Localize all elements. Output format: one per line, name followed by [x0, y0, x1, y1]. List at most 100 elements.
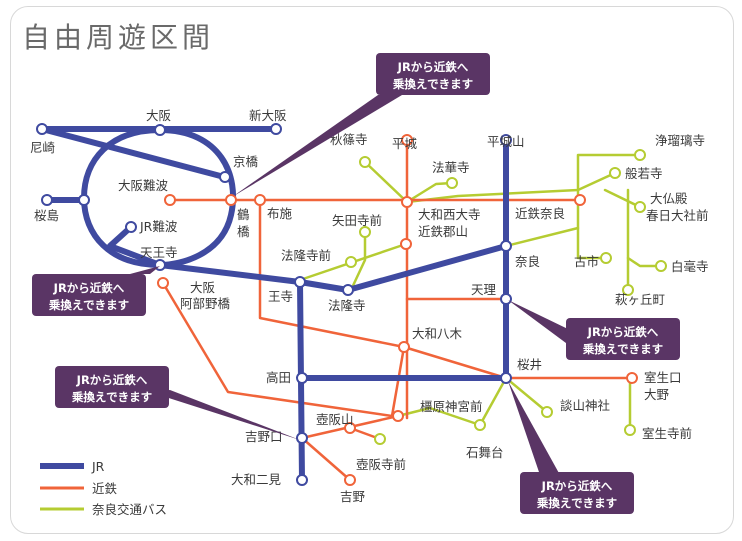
- bus-route-ishibutai: [396, 376, 508, 427]
- station-dot-heijo: [401, 134, 413, 146]
- label-yoshinoguchi: 吉野口: [245, 429, 283, 444]
- label-osaka: 大阪: [146, 108, 172, 123]
- callout-box: [520, 472, 634, 514]
- station-dot-koriyama: [400, 238, 412, 250]
- label-yagi: 大和八木: [412, 326, 463, 341]
- callout-text-2: 乗換えできます: [536, 496, 617, 510]
- station-dot-akishinodera: [359, 156, 371, 168]
- legend-label-kintetsu: 近鉄: [92, 481, 118, 496]
- bus-route-byakugoji: [626, 188, 663, 268]
- callout-box: [55, 366, 169, 408]
- label-tenri: 天理: [471, 282, 497, 297]
- station-dot-nishikujo: [78, 194, 90, 206]
- station-dot-furuichi: [600, 252, 612, 264]
- station-dot-yoshino: [344, 474, 356, 486]
- label-abenobashi-2: 阿部野橋: [180, 296, 231, 311]
- station-dot-horyujimae: [345, 256, 357, 268]
- label-murouguchi: 室生口: [644, 370, 682, 385]
- label-daibutsuden: 大仏殿: [650, 191, 688, 206]
- callout-text-1: JRから近鉄へ: [587, 325, 659, 339]
- label-tsubosakadera: 壺阪寺前: [356, 457, 406, 472]
- label-hagigaoka: 萩ヶ丘町: [615, 292, 665, 307]
- station-dot-osakanamba: [164, 194, 176, 206]
- label-ono: 大野: [644, 387, 670, 402]
- station-dot-daibutsuden: [634, 201, 646, 213]
- station-dot-amagasaki: [36, 123, 48, 135]
- station-dot-byakugoji: [655, 260, 667, 272]
- callout-text-1: JRから近鉄へ: [541, 479, 613, 493]
- label-yatadera: 矢田寺前: [332, 213, 382, 228]
- label-tennoji: 天王寺: [140, 245, 178, 260]
- station-dot-horyuji: [342, 284, 354, 296]
- station-dot-shinosaka: [270, 123, 282, 135]
- label-byakugoji: 白毫寺: [671, 259, 709, 274]
- callout-pointer: [232, 95, 402, 197]
- station-dot-sakurai: [500, 372, 512, 384]
- label-horyujimae: 法隆寺前: [281, 248, 331, 263]
- callout-sakurai: JRから近鉄へ 乗換えできます: [508, 381, 634, 514]
- station-dot-kintetsunara: [574, 194, 586, 206]
- station-dot-kyobashi: [219, 171, 231, 183]
- station-dot-kashihara: [392, 410, 404, 422]
- station-dot-sakurajima: [41, 194, 53, 206]
- callout-box: [566, 318, 680, 360]
- label-kashihara: 橿原神宮前: [420, 399, 483, 414]
- bus-route-akishino: [363, 160, 409, 204]
- callout-pointer: [130, 266, 160, 274]
- label-hokkeji: 法華寺: [432, 160, 470, 175]
- callout-box: [376, 53, 490, 95]
- station-dot-ishibutai: [474, 419, 486, 431]
- station-dot-tsubosakadera: [374, 433, 386, 445]
- callout-text-1: JRから近鉄へ: [53, 281, 125, 295]
- label-oji: 王寺: [268, 289, 293, 304]
- label-abenobashi-1: 大阪: [190, 280, 216, 295]
- label-sakurai: 桜井: [517, 357, 542, 372]
- kintetsu-minamiosaka-line: [161, 281, 406, 418]
- callout-takada: JRから近鉄へ 乗換えできます: [55, 366, 300, 440]
- label-saidaiji: 大和西大寺: [418, 207, 481, 222]
- label-horyuji: 法隆寺: [328, 298, 366, 313]
- callout-box: [32, 274, 146, 316]
- label-ishibutai: 石舞台: [466, 445, 504, 460]
- callout-pointer: [508, 381, 560, 475]
- station-dot-nara: [500, 240, 512, 252]
- station-labels: 尼崎 大阪 新大阪 京橋 大阪難波 桜島 JR難波 天王寺 鶴 橋 布施 大阪 …: [30, 108, 709, 504]
- bus-route-furuichi: [576, 188, 608, 260]
- bus-route-tanzan: [504, 376, 549, 414]
- legend: JR 近鉄 奈良交通バス: [40, 459, 167, 517]
- station-dot-tsubosakayama: [344, 422, 356, 434]
- legend-label-jr: JR: [91, 459, 105, 474]
- label-osakanamba: 大阪難波: [118, 178, 169, 193]
- station-markers: [36, 123, 667, 486]
- station-dot-oji: [294, 276, 306, 288]
- station-dot-abenobashi: [157, 277, 169, 289]
- station-dot-saidaiji: [401, 196, 413, 208]
- label-tsubosakayama: 壺阪山: [316, 412, 354, 427]
- label-koriyama: 近鉄郡山: [418, 224, 468, 239]
- callout-text-2: 乗換えできます: [48, 298, 129, 312]
- station-dot-murouguchi: [626, 372, 638, 384]
- callout-text-2: 乗換えできます: [392, 77, 473, 91]
- label-muroudera: 室生寺前: [642, 426, 692, 441]
- label-nara: 奈良: [515, 254, 540, 269]
- station-dot-muroudera: [624, 424, 636, 436]
- label-yoshino: 吉野: [340, 489, 366, 504]
- label-joruriji: 浄瑠璃寺: [655, 133, 705, 148]
- callout-pointer: [150, 390, 300, 440]
- bus-route-yata: [349, 230, 367, 292]
- map-frame: [10, 6, 734, 534]
- callout-tennoji: JRから近鉄へ 乗換えできます: [32, 266, 160, 316]
- station-dot-tenri: [500, 293, 512, 305]
- station-dot-hokkeji: [446, 177, 458, 189]
- bus-route-nara: [504, 226, 580, 248]
- station-dot-jrnamba: [125, 221, 137, 233]
- jr-yamatoji-line: [157, 243, 509, 293]
- label-shinosaka: 新大阪: [249, 108, 287, 123]
- station-dot-yagi: [398, 341, 410, 353]
- callout-pointer: [508, 300, 570, 346]
- bus-route-daibutsu: [603, 188, 642, 209]
- label-tsuruhashi-2: 橋: [237, 224, 250, 239]
- label-takada: 高田: [266, 370, 291, 385]
- station-dot-osaka: [154, 124, 166, 136]
